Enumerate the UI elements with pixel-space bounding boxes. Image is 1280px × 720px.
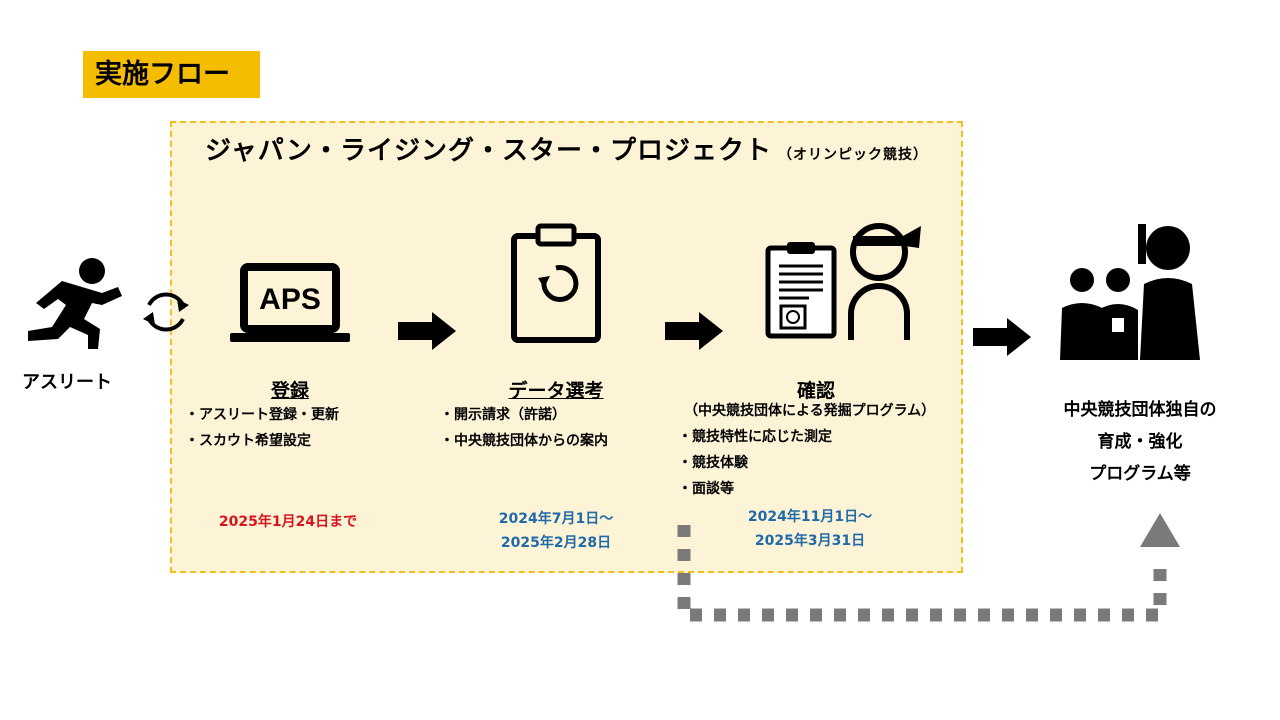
step1-bullet: ・スカウト希望設定 [185,433,311,449]
project-subtitle: （オリンピック競技） [778,147,929,163]
step1-deadline: 2025年1月24日まで [218,514,358,530]
step3-period-start: 2024年11月1日～ [747,509,873,525]
athlete-label: アスリート [22,372,112,393]
step-title-data-selection: データ選考 [508,380,604,402]
group-people-icon [1060,224,1200,360]
dashed-connector-arrow [677,513,1180,622]
final-program-text: 中央競技団体独自の 育成・強化 プログラム等 [1030,394,1250,490]
document-icon [765,242,837,339]
step-title-confirmation: 確認 [796,380,835,402]
step2-period-end: 2025年2月28日 [500,535,612,551]
step3-bullet: ・面談等 [678,481,734,497]
step-title-register: 登録 [270,380,309,402]
step2-bullet: ・開示請求（許諾） [440,407,566,423]
final-line: 育成・強化 [1097,432,1183,452]
step2-bullet: ・中央競技団体からの案内 [440,433,608,449]
right-arrow-icon [973,318,1031,356]
runner-icon [28,258,122,349]
step3-note: （中央競技団体による発掘プログラム） [684,403,936,419]
clipboard-refresh-icon [511,223,601,343]
final-line: 中央競技団体独自の [1063,400,1217,420]
step3-bullet: ・競技特性に応じた測定 [678,429,832,445]
laptop-aps-text: APS [259,283,321,316]
cycle-arrows-icon [143,292,189,332]
project-title: ジャパン・ライジング・スター・プロジェクト （オリンピック競技） [205,130,928,167]
headband-person-icon [848,223,921,340]
step3-bullet: ・競技体験 [678,455,748,471]
right-arrow-icon [665,312,723,350]
step3-period-end: 2025年3月31日 [754,533,866,549]
final-line: プログラム等 [1089,464,1191,484]
right-arrow-icon [398,312,456,350]
project-frame [170,121,963,573]
project-title-text: ジャパン・ライジング・スター・プロジェクト [205,136,773,166]
step2-period-start: 2024年7月1日～ [498,511,614,527]
flow-title-badge: 実施フロー [83,51,260,98]
laptop-icon: APS [230,263,350,342]
step1-bullet: ・アスリート登録・更新 [185,407,339,423]
